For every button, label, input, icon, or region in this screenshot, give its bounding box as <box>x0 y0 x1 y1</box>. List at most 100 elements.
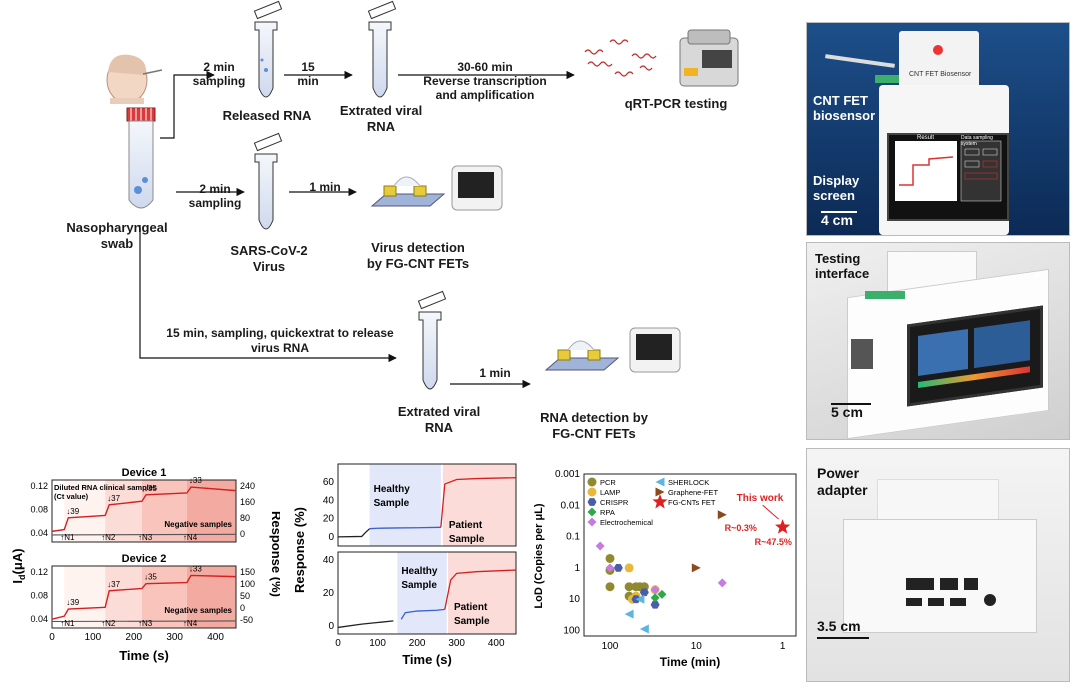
point-pcr-0 <box>605 553 615 563</box>
panel-title-d2: Device 2 <box>122 553 167 565</box>
screen-graph <box>895 140 1002 202</box>
legend-label-rpa: RPA <box>600 508 615 517</box>
y-tick-3: 1 <box>574 563 580 574</box>
right-tick-d2-0: -50 <box>240 615 253 625</box>
device-lid: CNT FET Biosensor <box>899 31 979 91</box>
legend-marker-pcr <box>587 477 597 487</box>
plot-frame <box>583 473 797 637</box>
usb-port-2-icon <box>964 578 978 590</box>
extracted-rna-label-1: Extrated viral RNA <box>339 103 423 134</box>
port-3-icon <box>906 598 922 606</box>
point-electrochemical-3 <box>717 578 727 588</box>
y-tick-0: 0.001 <box>555 469 580 480</box>
power-socket-icon <box>984 594 996 606</box>
r2-label: R~47.5% <box>755 537 792 547</box>
left-tick-d2-0: 0.04 <box>30 614 48 624</box>
point-rpa-1 <box>650 593 660 603</box>
shade-region-d1-2 <box>141 480 187 542</box>
point-fg-cnts-fet-0 <box>775 519 791 534</box>
plot-frame-d1 <box>51 479 237 543</box>
power-adapter-caption: Power adapter <box>817 465 868 498</box>
device-label: CNT FET Biosensor <box>909 71 972 78</box>
x-tick-0: 0 <box>335 638 341 649</box>
left-tick-d1-1: 0.08 <box>30 505 48 515</box>
shade-region-d2-1 <box>105 566 142 628</box>
x-axis-label: Time (s) <box>402 652 452 667</box>
annotation-line-0: Diluted RNA clinical samples <box>54 483 157 492</box>
healthy-label-top-0: Healthy <box>374 484 411 495</box>
x-tick-2: 1 <box>780 641 786 652</box>
left-tick-d2-2: 0.12 <box>30 567 48 577</box>
series-patient-top <box>440 477 517 528</box>
y-tick-4: 10 <box>569 594 581 605</box>
shade-region-d1-0 <box>64 480 106 542</box>
this-work-arrow <box>762 504 779 520</box>
legend-marker-lamp <box>587 487 597 497</box>
x-axis-label: Time (s) <box>119 648 169 663</box>
patient-label-bot-1: Sample <box>454 616 490 627</box>
y-tick-bot-0: 0 <box>328 621 334 632</box>
healthy-region-top <box>369 464 441 546</box>
virus-tube-icon <box>253 132 283 230</box>
step6-label: 15 min, sampling, quickextrat to release… <box>166 326 394 355</box>
scale-label-1: 4 cm <box>821 212 853 228</box>
ct-value-d1-1: ↓37 <box>107 494 120 503</box>
series-healthy-bot <box>400 608 445 620</box>
patient-label-top-0: Patient <box>449 520 483 531</box>
this-work-label: This work <box>737 493 784 504</box>
legend-marker-graphene-fet <box>655 487 665 497</box>
panel-title-d1: Device 1 <box>122 467 167 479</box>
point-sherlock-1 <box>639 624 649 634</box>
step5-label: 1 min <box>309 180 341 194</box>
y-tick-1: 0.01 <box>561 500 581 511</box>
device-photo-1: CNT FET Biosensor Result Data sampling s… <box>806 22 1070 236</box>
point-crispr-3 <box>639 588 649 597</box>
fet-device-2-icon <box>629 327 681 373</box>
legend-label-electrochemical: Electrochemical <box>600 518 653 527</box>
point-graphene-fet-0 <box>691 563 701 573</box>
extracted-rna-tube-icon <box>367 0 397 98</box>
released-rna-tube-icon <box>253 0 283 98</box>
display-screen: Result Data sampling system <box>887 133 1009 221</box>
y-axis-label-left: Id(μA) <box>10 548 27 583</box>
legend-marker-crispr <box>587 498 597 506</box>
y-tick-bot-1: 20 <box>323 588 335 599</box>
legend-label-pcr: PCR <box>600 478 616 487</box>
status-led-icon <box>933 45 943 55</box>
qrtpcr-machine-icon <box>679 29 739 87</box>
right-tick-d1-2: 160 <box>240 497 255 507</box>
x-axis-label: Time (min) <box>660 655 720 669</box>
injection-label-d2-3: ↑N4 <box>183 619 198 628</box>
testing-interface-chip-icon <box>865 291 905 299</box>
left-tick-d2-1: 0.08 <box>30 591 48 601</box>
ports-icon <box>851 339 873 369</box>
x-tick-3: 300 <box>166 632 183 643</box>
injection-label-d2-2: ↑N3 <box>138 619 153 628</box>
series-baseline-bot <box>337 620 394 629</box>
patient-head-icon <box>106 54 163 104</box>
x-tick-4: 400 <box>207 632 224 643</box>
ct-value-d2-3: ↓33 <box>189 564 202 573</box>
fet-chip-icon <box>370 176 446 207</box>
x-tick-2: 200 <box>125 632 142 643</box>
injection-label-d1-1: ↑N2 <box>101 533 116 542</box>
ct-value-d2-1: ↓37 <box>107 580 120 589</box>
plot-frame-bot <box>337 551 517 635</box>
point-crispr-0 <box>613 563 623 572</box>
right-tick-d1-3: 240 <box>240 481 255 491</box>
biosensor-caption: CNT FET biosensor <box>813 93 876 123</box>
extracted-rna-label-2: Extrated viral RNA <box>397 404 481 435</box>
point-sherlock-0 <box>624 609 634 619</box>
negative-label-d2: Negative samples <box>164 606 232 615</box>
y-tick-2: 0.1 <box>566 532 580 543</box>
y-axis-label: Response (%) <box>292 507 307 593</box>
annotation-line-1: (Ct value) <box>54 492 89 501</box>
legend-marker-sherlock <box>655 477 665 487</box>
right-tick-d2-3: 100 <box>240 579 255 589</box>
patient-label-bot-0: Patient <box>454 602 488 613</box>
shade-region-d1-1 <box>105 480 142 542</box>
released-rna-label: Released RNA <box>222 108 312 123</box>
healthy-label-bot-0: Healthy <box>401 566 438 577</box>
